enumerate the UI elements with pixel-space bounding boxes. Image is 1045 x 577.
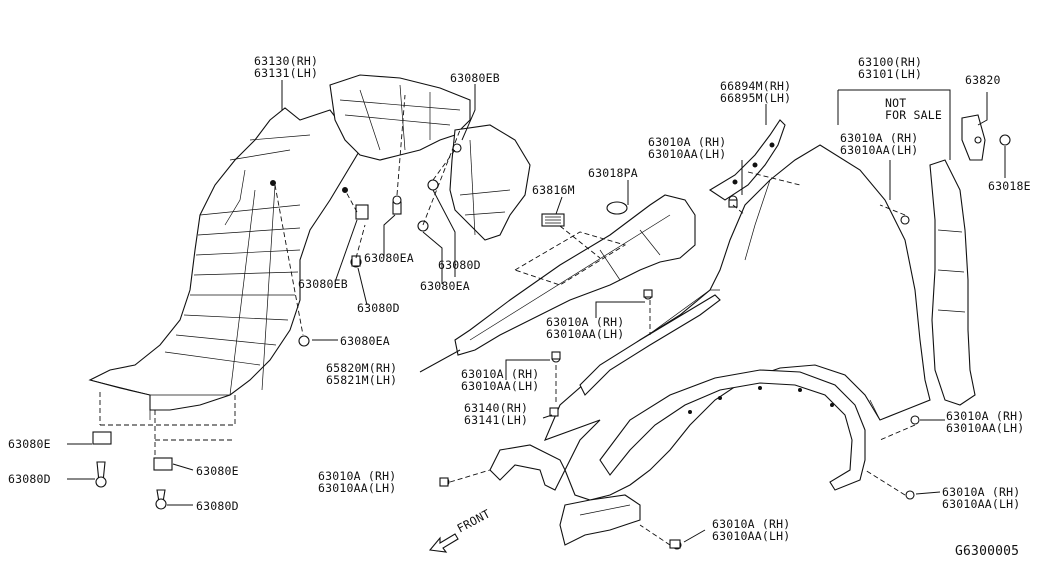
label-63010aa-c: 63010AA(LH) [546, 327, 625, 341]
fender-bracket-63140 [489, 444, 566, 491]
label-63080ea-2: 63080EA [420, 279, 470, 293]
label-63010a-b: 63010A (RH) [840, 131, 919, 145]
label-63080d-2: 63080D [357, 301, 400, 315]
label-63010a-f: 63010A (RH) [946, 409, 1025, 423]
bottom-clips [92, 431, 173, 510]
fender-sill-strip [579, 294, 721, 396]
label-63100: 63100(RH) [858, 55, 923, 69]
plug-63018pa [606, 201, 628, 215]
clip-63018e [999, 134, 1011, 146]
label-63080d-1: 63080D [438, 258, 481, 272]
fender-lower-extension [559, 494, 641, 546]
label-63816m: 63816M [532, 183, 575, 197]
label-63080ea-1: 63080EA [364, 251, 414, 265]
fender-rear-bracket [929, 114, 1011, 406]
label-63101: 63101(LH) [858, 67, 923, 81]
upper-liner [329, 74, 471, 161]
label-63080ea-3: 63080EA [340, 334, 390, 348]
fender-liner [88, 107, 361, 420]
label-63010aa-a: 63010AA(LH) [648, 147, 727, 161]
front-arrow-icon [428, 533, 459, 553]
fender-top-seal [708, 119, 801, 201]
label-63080e-1: 63080E [8, 437, 51, 451]
label-63131: 63131(LH) [254, 66, 319, 80]
label-63080eb-2: 63080EB [298, 277, 348, 291]
label-63140: 63140(RH) [464, 401, 529, 415]
label-63080d-3: 63080D [8, 472, 51, 486]
label-65821m: 65821M(LH) [326, 373, 398, 387]
not-for-sale-line2: FOR SALE [885, 108, 942, 122]
label-63010a-g: 63010A (RH) [942, 485, 1021, 499]
bracket-63820 [961, 114, 986, 161]
label-63010aa-h: 63010AA(LH) [712, 529, 791, 543]
hood-ledge-rail [454, 194, 696, 356]
right-dashed-leaders [449, 204, 916, 546]
label-63018pa: 63018PA [588, 166, 638, 180]
label-63010aa-b: 63010AA(LH) [840, 143, 919, 157]
label-63820: 63820 [965, 73, 1001, 87]
label-63010a-e: 63010A (RH) [318, 469, 397, 483]
front-splash [449, 124, 531, 241]
left-dashed-leaders [99, 94, 461, 455]
label-63010aa-d: 63010AA(LH) [461, 379, 540, 393]
label-63010a-c: 63010A (RH) [546, 315, 625, 329]
fender-bolts [439, 136, 982, 550]
label-63010a-d: 63010A (RH) [461, 367, 540, 381]
label-63141: 63141(LH) [464, 413, 529, 427]
label-63080e-2: 63080E [196, 464, 239, 478]
label-63010aa-g: 63010AA(LH) [942, 497, 1021, 511]
label-65820m: 65820M(RH) [326, 361, 398, 375]
label-63010a-a: 63010A (RH) [648, 135, 727, 149]
label-66894m: 66894M(RH) [720, 79, 792, 93]
label-63130: 63130(RH) [254, 54, 319, 68]
wheel-arch-molding [599, 369, 866, 491]
label-63010a-h: 63010A (RH) [712, 517, 791, 531]
not-for-sale-line1: NOT [885, 96, 907, 110]
label-63010aa-e: 63010AA(LH) [318, 481, 397, 495]
label-66895m: 66895M(LH) [720, 91, 792, 105]
label-63018e: 63018E [988, 179, 1031, 193]
label-63080eb-top: 63080EB [450, 71, 500, 85]
liner-fasteners [298, 143, 462, 347]
label-63080d-4: 63080D [196, 499, 239, 513]
label-63010aa-f: 63010AA(LH) [946, 421, 1025, 435]
diagram-code: G6300005 [955, 544, 1020, 559]
leader-lines [67, 80, 1006, 543]
